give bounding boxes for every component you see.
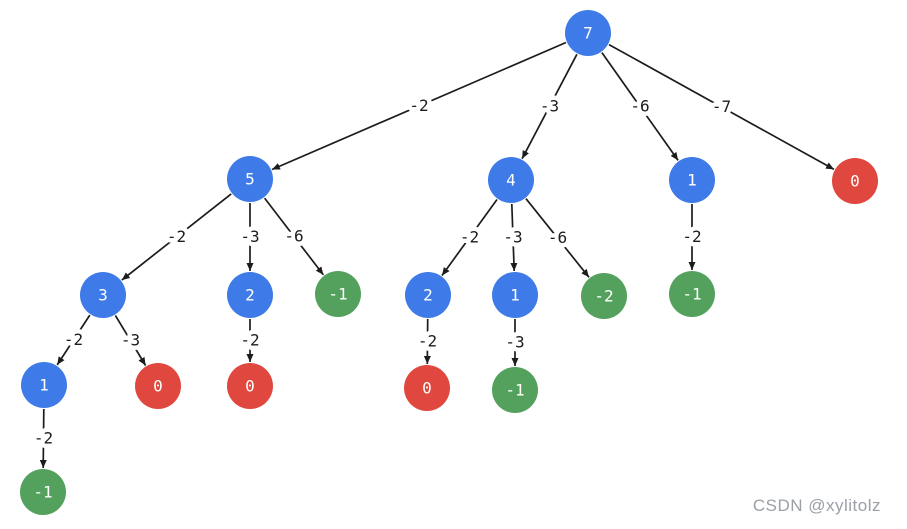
edge-7-5 [271,41,567,171]
node-circle-red [227,363,273,409]
edge-3-1c [56,314,91,366]
tree-node-m1d: -1 [20,469,66,515]
edge-label-1c-m1d: -2 [34,429,53,448]
node-circle-blue [21,362,67,408]
tree-node-7: 7 [565,10,611,56]
node-label: 0 [850,172,860,191]
tree-node-1b: 1 [492,272,538,318]
node-label: 7 [583,24,593,43]
edge-label-7-1a: -6 [630,97,649,116]
tree-node-1c: 1 [21,362,67,408]
edge-7-1a [601,52,679,161]
watermark: CSDN @xylitolz [752,496,881,515]
edge-label-4-1b: -3 [503,228,522,247]
node-circle-blue [565,10,611,56]
node-label: -1 [328,285,347,304]
edge-label-1a-m1b: -2 [682,227,701,246]
node-label: 1 [39,376,49,395]
edge-label-7-5: -2 [409,96,428,115]
edge-4-m2a [525,198,590,278]
node-circle-blue [492,272,538,318]
tree-node-m1a: -1 [315,271,361,317]
tree-node-0c: 0 [227,363,273,409]
edge-label-3-1c: -2 [64,330,83,349]
edge-label-3-0b: -3 [121,331,140,350]
edge-3-0b [114,315,147,366]
node-label: 2 [245,286,255,305]
node-label: 2 [423,286,433,305]
edge-label-5-3: -2 [167,227,186,246]
node-circle-red [135,363,181,409]
node-circle-red [832,158,878,204]
edge-7-4 [521,53,578,160]
node-circle-red [404,365,450,411]
tree-node-m1b: -1 [669,271,715,317]
node-label: 4 [506,171,516,190]
node-label: 0 [245,377,255,396]
edge-label-5-2a: -3 [240,227,259,246]
node-label: 3 [98,286,108,305]
tree-node-0a: 0 [832,158,878,204]
tree-node-1a: 1 [669,157,715,203]
node-circle-blue [227,272,273,318]
edge-4-1b [510,203,518,272]
node-label: 5 [245,170,255,189]
node-label: 0 [422,379,432,398]
node-circle-green [581,273,627,319]
node-label: 0 [153,377,163,396]
node-label: 1 [510,286,520,305]
tree-node-4: 4 [488,157,534,203]
node-label: -1 [505,381,524,400]
tree-node-3: 3 [80,272,126,318]
node-circle-blue [488,157,534,203]
edge-1c-m1d [39,408,47,469]
nodes-layer: 7 5 4 1 0 3 2 -1 2 1 -2 -1 1 0 0 0 -1 -1 [20,10,878,515]
edges-layer [39,41,835,469]
edge-label-4-2b: -2 [460,228,479,247]
edge-label-5-m1a: -6 [284,227,303,246]
node-circle-blue [80,272,126,318]
edge-label-7-0a: -7 [712,97,731,116]
edge-label-7-4: -3 [540,97,559,116]
node-label: -2 [594,287,613,306]
tree-node-5: 5 [227,156,273,202]
node-circle-blue [405,272,451,318]
edge-labels-layer: -2 -3 -6 -7 -2 -3 -6 -2 -3 -2 -2 -2 -3 -6 -2 -3 -2 [29,92,735,453]
tree-node-0d: 0 [404,365,450,411]
node-circle-green [492,367,538,413]
edge-5-3 [121,193,232,281]
node-circle-blue [669,157,715,203]
node-label: -1 [33,483,52,502]
node-circle-blue [227,156,273,202]
edge-label-1b-m1c: -3 [505,333,524,352]
node-label: -1 [682,285,701,304]
node-circle-green [669,271,715,317]
edge-label-2b-0d: -2 [418,332,437,351]
tree-node-0b: 0 [135,363,181,409]
edge-label-4-m2a: -6 [548,228,567,247]
edge-7-0a [608,43,835,171]
node-circle-green [315,271,361,317]
tree-node-2a: 2 [227,272,273,318]
tree-node-m2a: -2 [581,273,627,319]
edge-label-2a-0c: -2 [240,331,259,350]
tree-node-m1c: -1 [492,367,538,413]
node-circle-green [20,469,66,515]
edge-5-m1a [263,197,325,276]
edge-4-2b [441,199,498,276]
tree-node-2b: 2 [405,272,451,318]
node-label: 1 [687,171,697,190]
